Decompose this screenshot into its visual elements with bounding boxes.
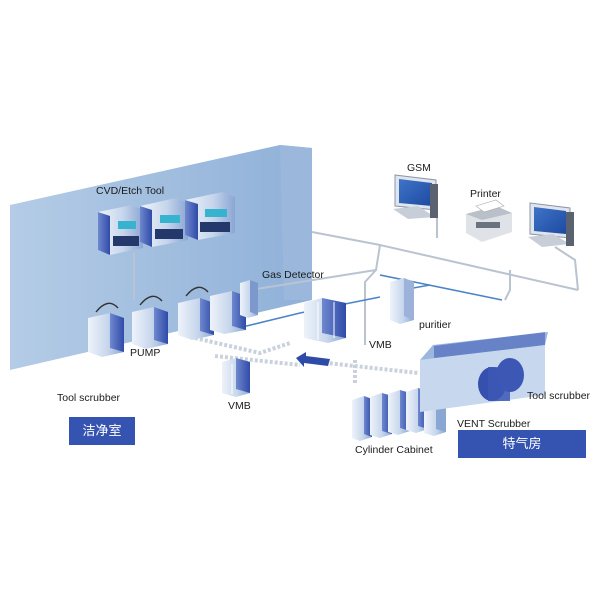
- vmb-center-label: VMB: [369, 339, 392, 351]
- puritier-label: puritier: [419, 319, 452, 331]
- cylinder-cabinet: [352, 388, 446, 441]
- cvd-etch-tool-label: CVD/Etch Tool: [96, 185, 165, 197]
- computer-monitor-icon: [528, 202, 574, 247]
- tool-scrubber-right-label: Tool scrubber: [527, 390, 591, 402]
- vent-scrubber-label: VENT Scrubber: [457, 418, 531, 430]
- cylinder-cabinet-label: Cylinder Cabinet: [355, 444, 433, 456]
- puritier-unit: [390, 278, 414, 324]
- printer-icon: [466, 199, 512, 242]
- flow-arrow-icon: [296, 352, 330, 367]
- tool-scrubber-left-label: Tool scrubber: [57, 392, 121, 404]
- exhaust-ducting: [194, 336, 419, 383]
- gas-room-zone-badge: 特气房: [458, 430, 586, 458]
- computer-monitor-icon: [393, 174, 438, 219]
- pump-units: [88, 286, 246, 357]
- gsm-label: GSM: [407, 162, 431, 174]
- cvd-etch-tool: [98, 192, 235, 255]
- network-cables: [133, 217, 579, 345]
- cleanroom-zone-badge: 洁净室: [69, 417, 135, 445]
- vmb-center-unit: [304, 298, 346, 343]
- vmb-left-label: VMB: [228, 400, 251, 412]
- vmb-left-unit: [222, 358, 250, 397]
- printer-label: Printer: [470, 188, 501, 200]
- pump-label: PUMP: [130, 347, 161, 359]
- vent-scrubber-enclosure: [420, 332, 548, 412]
- gas-detector: [240, 280, 258, 318]
- gas-detector-label: Gas Detector: [262, 269, 324, 281]
